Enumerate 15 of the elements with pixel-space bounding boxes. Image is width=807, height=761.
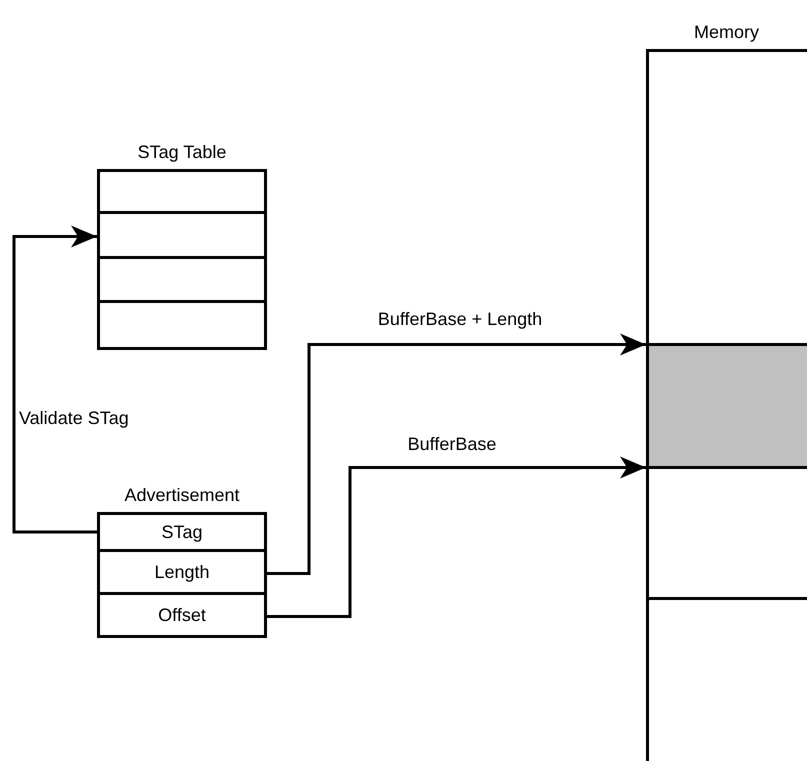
- arrow: [267, 334, 646, 575]
- table-row: [97, 256, 267, 303]
- field-row: Length: [97, 549, 267, 595]
- field-row: Offset: [97, 592, 267, 638]
- edge-label: Validate STag: [17, 408, 131, 429]
- table-row: [97, 211, 267, 259]
- title: STag Table: [138, 141, 226, 164]
- buffer-region: [649, 343, 807, 469]
- table-row: [97, 169, 267, 214]
- arrow: [12, 226, 97, 534]
- table-row: [97, 300, 267, 350]
- title: Advertisement: [124, 484, 240, 507]
- arrow: [267, 456, 646, 618]
- field-row: STag: [97, 512, 267, 552]
- title: Memory: [694, 21, 759, 44]
